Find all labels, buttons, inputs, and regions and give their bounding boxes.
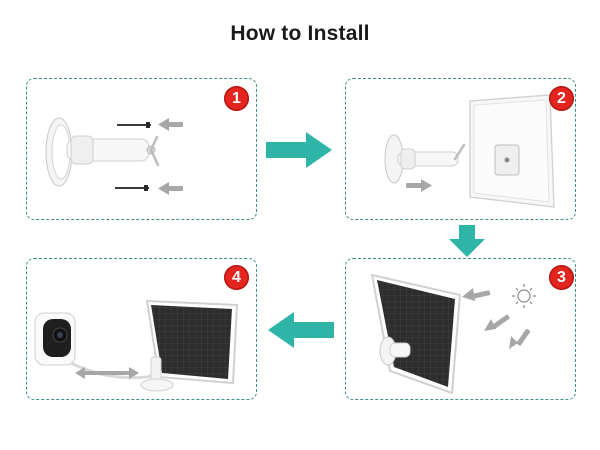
- step-badge: 2: [549, 86, 574, 111]
- step-1-panel: 1: [26, 78, 257, 220]
- step-badge: 1: [224, 86, 249, 111]
- camera-icon: [34, 312, 76, 366]
- left-arrow-icon: [509, 328, 531, 349]
- screw-icon: [115, 185, 149, 191]
- step-badge: 4: [224, 265, 249, 290]
- wall-mount-screws-illustration: [45, 117, 183, 195]
- page-title: How to Install: [230, 22, 370, 45]
- sun-icon: [512, 284, 536, 308]
- panel-facing-sun-illustration: [370, 273, 536, 395]
- screw-icon: [117, 122, 151, 128]
- left-arrow-icon: [484, 314, 510, 331]
- bracket-to-panel-illustration: [384, 94, 555, 208]
- left-arrow-icon: [158, 182, 183, 195]
- double-arrow-icon: [75, 367, 139, 379]
- step-badge: 3: [549, 265, 574, 290]
- step-2-panel: 2: [345, 78, 576, 220]
- right-arrow-icon: [266, 132, 332, 168]
- step-4-panel: 4: [26, 258, 257, 400]
- left-arrow-icon: [462, 288, 491, 301]
- left-arrow-icon: [268, 312, 334, 348]
- right-arrow-icon: [406, 179, 432, 192]
- camera-connected-illustration: [34, 299, 239, 392]
- left-arrow-icon: [158, 118, 183, 131]
- down-arrow-icon: [449, 225, 485, 257]
- step-3-panel: 3: [345, 258, 576, 400]
